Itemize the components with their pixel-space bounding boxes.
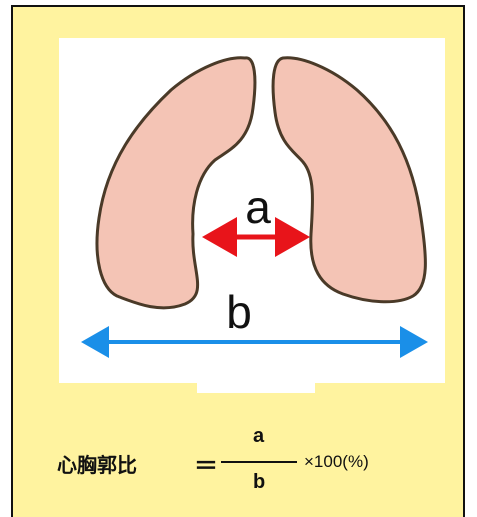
formula-numerator: a (253, 425, 265, 447)
right-lung (271, 56, 427, 304)
diagram-frame: a b (11, 5, 465, 517)
formula-equals: ＝ (194, 453, 218, 480)
illustration-tab (197, 383, 315, 393)
ctr-formula: 心胸郭比 ＝ a b ×100(%) (57, 423, 437, 505)
fraction-bar (221, 461, 297, 463)
label-a: a (245, 181, 271, 233)
formula-title: 心胸郭比 (57, 455, 137, 477)
left-lung (95, 56, 257, 310)
label-b: b (226, 286, 252, 338)
formula-multiplier: ×100(%) (304, 452, 369, 471)
lung-diagram-svg: a b (81, 56, 428, 358)
formula-denominator: b (253, 471, 266, 493)
lung-illustration: a b (59, 38, 445, 383)
